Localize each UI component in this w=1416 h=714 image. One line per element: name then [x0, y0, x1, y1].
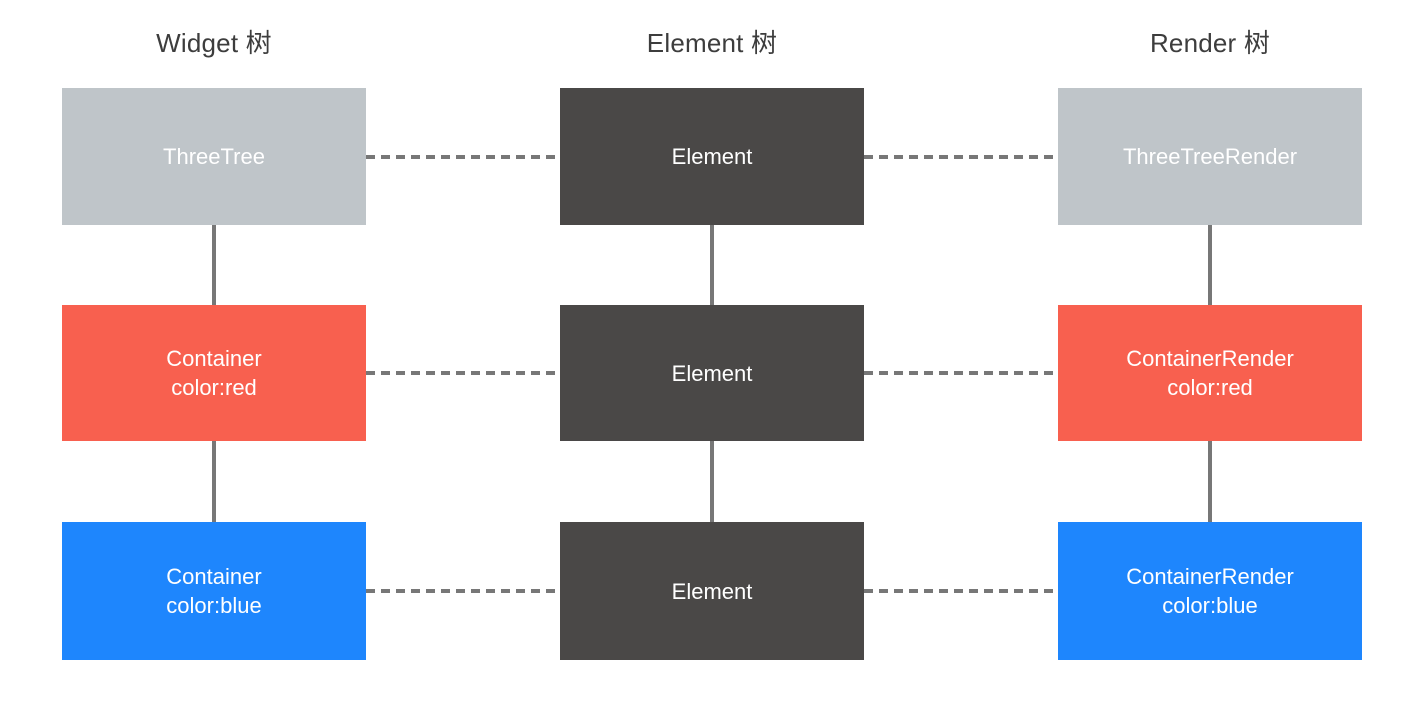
node-label-line1: Element — [671, 144, 753, 169]
node-label-line2: color:red — [1167, 375, 1253, 400]
column-title-render: Render 树 — [1149, 28, 1271, 58]
node-label-line2: color:blue — [1162, 593, 1258, 618]
node-render-containerrender-blue[interactable]: ContainerRender color:blue — [1058, 522, 1362, 660]
connector-widget-row1-row2 — [212, 441, 216, 522]
connector-widget-row0-row1 — [212, 225, 216, 305]
connector-element-render-row1 — [864, 371, 1058, 375]
column-title-element: Element 树 — [646, 28, 778, 58]
node-label-line1: Container — [166, 564, 262, 589]
connector-render-row1-row2 — [1208, 441, 1212, 522]
node-widget-container-red[interactable]: Container color:red — [62, 305, 366, 441]
column-title-widget: Widget 树 — [156, 28, 272, 58]
node-label-line1: ThreeTree — [163, 144, 265, 169]
node-label-line2: color:blue — [166, 593, 262, 618]
node-label-line1: ContainerRender — [1126, 564, 1294, 589]
node-label-line1: Element — [671, 360, 753, 386]
node-label-line2: color:red — [171, 375, 257, 400]
connector-widget-element-row1 — [366, 371, 560, 375]
connector-element-render-row2 — [864, 589, 1058, 593]
node-render-threetreerender[interactable]: ThreeTreeRender — [1058, 88, 1362, 225]
connector-element-row0-row1 — [710, 225, 714, 305]
node-label-line1: ThreeTreeRender — [1122, 144, 1298, 169]
connector-element-row1-row2 — [710, 441, 714, 522]
node-render-containerrender-red[interactable]: ContainerRender color:red — [1058, 305, 1362, 441]
connector-render-row0-row1 — [1208, 225, 1212, 305]
connector-widget-element-row2 — [366, 589, 560, 593]
node-widget-container-blue[interactable]: Container color:blue — [62, 522, 366, 660]
node-widget-threetree[interactable]: ThreeTree — [62, 88, 366, 225]
connector-widget-element-row0 — [366, 155, 560, 159]
node-label-line1: ContainerRender — [1126, 346, 1294, 371]
node-element-row0[interactable]: Element — [560, 88, 864, 225]
connector-element-render-row0 — [864, 155, 1058, 159]
node-label-line1: Container — [166, 346, 262, 371]
node-label-line1: Element — [671, 578, 753, 604]
node-element-row2[interactable]: Element — [560, 522, 864, 660]
node-element-row1[interactable]: Element — [560, 305, 864, 441]
